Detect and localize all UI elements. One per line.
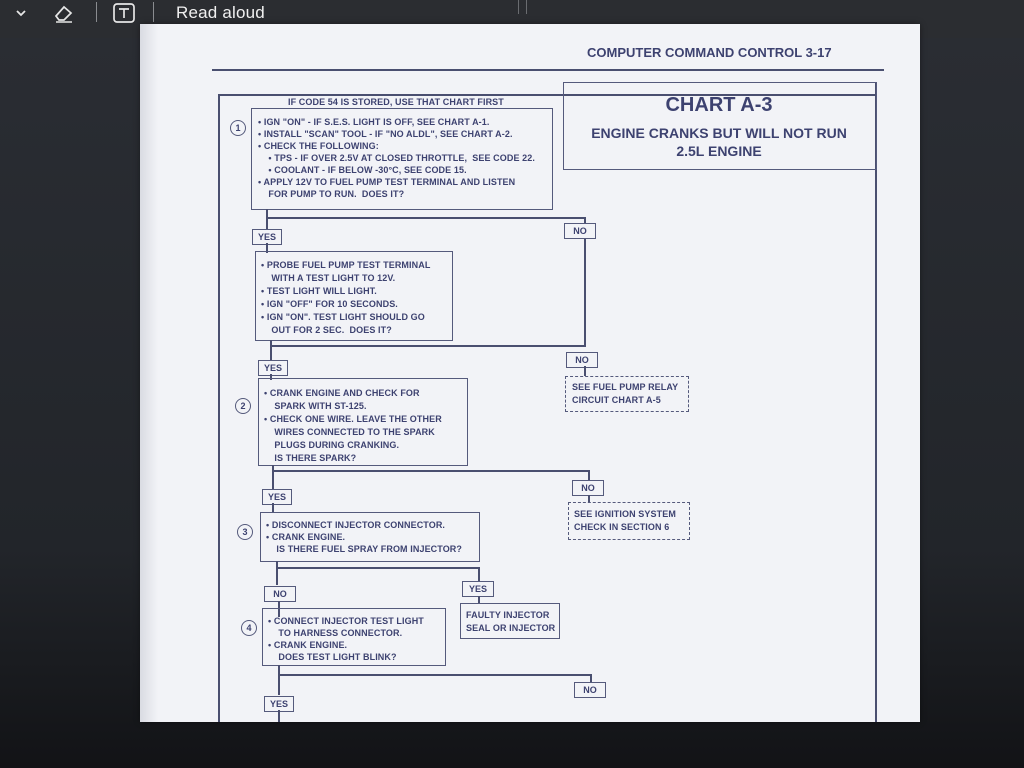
connector — [278, 674, 592, 676]
chart-title-box — [563, 82, 877, 170]
text-box-icon[interactable] — [112, 0, 136, 26]
connector — [272, 503, 274, 513]
connector — [588, 495, 590, 503]
step-1b-line: WITH A TEST LIGHT TO 12V. — [261, 273, 396, 283]
yes-label: YES — [262, 489, 292, 505]
step-1-number: 1 — [230, 120, 246, 136]
connector — [278, 665, 280, 695]
faulty-injector: SEAL OR INJECTOR — [466, 623, 556, 633]
toolbar-divider — [526, 0, 527, 14]
connector — [270, 340, 272, 360]
step-2-number: 2 — [235, 398, 251, 414]
step-4-line: • CRANK ENGINE. — [268, 640, 348, 650]
connector — [270, 345, 586, 347]
step-1b-line: OUT FOR 2 SEC. DOES IT? — [261, 325, 392, 335]
head-rule — [212, 69, 884, 71]
read-aloud-label: Read aloud — [176, 3, 265, 22]
connector — [270, 374, 272, 380]
running-head: COMPUTER COMMAND CONTROL 3-17 — [587, 45, 832, 60]
chevron-down-icon[interactable] — [14, 0, 28, 26]
connector — [272, 470, 590, 472]
connector — [590, 674, 592, 682]
toolbar-divider — [518, 0, 519, 14]
step-1b-box — [255, 251, 453, 341]
connector — [584, 217, 586, 347]
relay-reference-box — [565, 376, 689, 412]
chart-engine: 2.5L ENGINE — [676, 143, 762, 159]
step-2-line: WIRES CONNECTED TO THE SPARK — [264, 427, 435, 437]
step-1-line: • APPLY 12V TO FUEL PUMP TEST TERMINAL A… — [258, 177, 516, 187]
step-2-line: SPARK WITH ST-125. — [264, 401, 367, 411]
top-note: IF CODE 54 IS STORED, USE THAT CHART FIR… — [288, 97, 504, 107]
step-2-line: IS THERE SPARK? — [264, 453, 357, 463]
ignition-reference: SEE IGNITION SYSTEM — [574, 509, 676, 519]
connector — [276, 561, 278, 585]
connector — [588, 470, 590, 482]
faulty-injector: FAULTY INJECTOR — [466, 610, 550, 620]
step-1-line: • IGN "ON" - IF S.E.S. LIGHT IS OFF, SEE… — [258, 117, 490, 127]
faulty-injector-box — [460, 603, 560, 639]
step-4-line: DOES TEST LIGHT BLINK? — [268, 652, 397, 662]
ignition-reference-box — [568, 502, 690, 540]
step-2-line: PLUGS DURING CRANKING. — [264, 440, 400, 450]
step-1b-line: • IGN "OFF" FOR 10 SECONDS. — [261, 299, 398, 309]
step-1b-line: • TEST LIGHT WILL LIGHT. — [261, 286, 377, 296]
step-3-line: IS THERE FUEL SPRAY FROM INJECTOR? — [266, 544, 462, 554]
step-3-line: • CRANK ENGINE. — [266, 532, 346, 542]
step-3-number: 3 — [237, 524, 253, 540]
yes-label: YES — [462, 581, 494, 597]
no-label: NO — [264, 586, 296, 602]
no-label: NO — [572, 480, 604, 496]
step-1-line: • INSTALL "SCAN" TOOL - IF "NO ALDL", SE… — [258, 129, 513, 139]
step-3-line: • DISCONNECT INJECTOR CONNECTOR. — [266, 520, 446, 530]
step-4-line: TO HARNESS CONNECTOR. — [268, 628, 403, 638]
toolbar-divider — [153, 2, 154, 22]
toolbar-divider — [96, 2, 97, 22]
step-2-line: • CHECK ONE WIRE. LEAVE THE OTHER — [264, 414, 442, 424]
step-1b-line: • IGN "ON". TEST LIGHT SHOULD GO — [261, 312, 425, 322]
no-label: NO — [564, 223, 596, 239]
step-2-line: • CRANK ENGINE AND CHECK FOR — [264, 388, 420, 398]
step-4-line: • CONNECT INJECTOR TEST LIGHT — [268, 616, 424, 626]
relay-reference: CIRCUIT CHART A-5 — [572, 395, 661, 405]
connector — [478, 567, 480, 581]
step-1-line: FOR PUMP TO RUN. DOES IT? — [258, 189, 405, 199]
relay-reference: SEE FUEL PUMP RELAY — [572, 382, 679, 392]
yes-label: YES — [258, 360, 288, 376]
connector — [278, 710, 280, 722]
frame-right — [875, 82, 877, 722]
document-page: COMPUTER COMMAND CONTROL 3-17 CHART A-3 … — [140, 24, 920, 722]
eraser-icon[interactable] — [52, 0, 76, 26]
step-1-line: • COOLANT - IF BELOW -30°C, SEE CODE 15. — [258, 165, 467, 175]
connector — [266, 217, 586, 219]
connector — [278, 601, 280, 617]
page-edge-shadow — [140, 24, 158, 722]
chart-subtitle: ENGINE CRANKS BUT WILL NOT RUN — [591, 125, 847, 141]
connector — [266, 209, 268, 229]
step-1-box — [251, 108, 553, 210]
frame-left — [218, 94, 220, 722]
page-content: COMPUTER COMMAND CONTROL 3-17 CHART A-3 … — [140, 24, 920, 722]
connector — [584, 366, 586, 376]
connector — [276, 567, 480, 569]
connector — [266, 243, 268, 253]
step-4-number: 4 — [241, 620, 257, 636]
step-1-line: • CHECK THE FOLLOWING: — [258, 141, 379, 151]
ignition-reference: CHECK IN SECTION 6 — [574, 522, 670, 532]
step-3-box — [260, 512, 480, 562]
step-2-box — [258, 378, 468, 466]
step-1-line: • TPS - IF OVER 2.5V AT CLOSED THROTTLE,… — [258, 153, 535, 163]
no-label: NO — [574, 682, 606, 698]
step-4-box — [262, 608, 446, 666]
connector — [272, 465, 274, 489]
step-1b-line: • PROBE FUEL PUMP TEST TERMINAL — [261, 260, 431, 270]
read-aloud-button[interactable]: Read aloud — [176, 0, 265, 26]
connector — [478, 596, 480, 604]
no-label: NO — [566, 352, 598, 368]
frame-top — [218, 94, 876, 96]
chart-title: CHART A-3 — [665, 94, 773, 116]
